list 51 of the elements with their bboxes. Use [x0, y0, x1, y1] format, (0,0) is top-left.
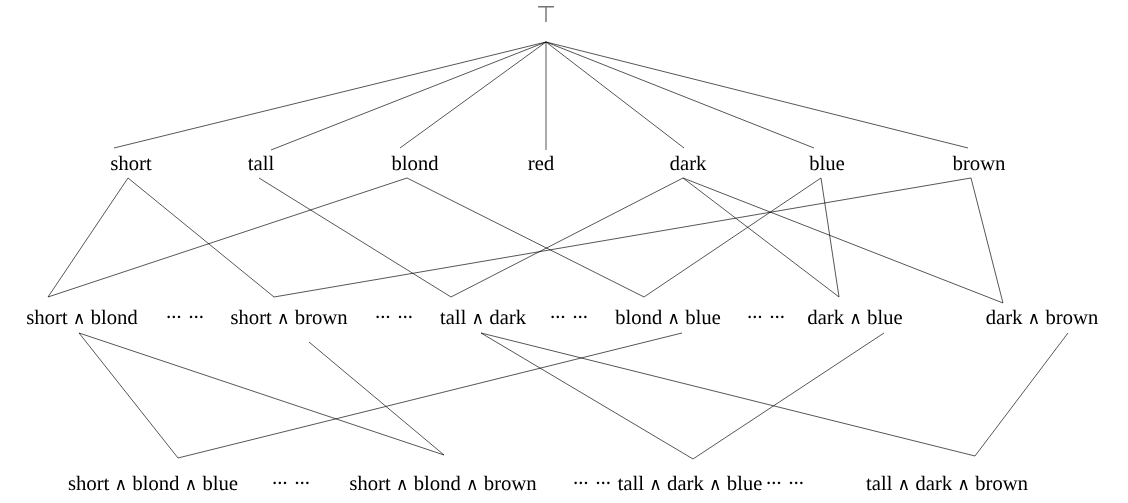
- top-symbol: ⊤: [538, 6, 554, 22]
- lattice-term: short: [111, 155, 152, 171]
- lattice-term: dark ∧ brown: [986, 309, 1098, 325]
- connector-line: [480, 332, 976, 457]
- lattice-term: brown: [952, 155, 1006, 171]
- connector-line: [273, 177, 972, 298]
- lattice-term: tall ∧ dark: [440, 309, 527, 325]
- connector-line: [545, 41, 547, 151]
- connector-line: [47, 177, 129, 298]
- ellipsis-label: ... ...: [574, 481, 610, 485]
- connector-line: [820, 177, 840, 298]
- connector-line: [127, 177, 275, 298]
- ellipsis-label: ... ...: [767, 481, 803, 485]
- connector-line: [545, 41, 685, 149]
- lattice-term: blond ∧ blue: [615, 309, 721, 325]
- lattice-term: tall ∧ dark ∧ blue: [617, 475, 762, 491]
- lattice-term: short ∧ blond ∧ brown: [350, 475, 537, 491]
- lattice-term: blond: [391, 155, 439, 171]
- lattice-term: dark: [670, 155, 707, 171]
- connector-line: [480, 332, 694, 460]
- connector-line: [78, 332, 445, 456]
- connector-line: [308, 341, 445, 456]
- connector-line: [970, 177, 1004, 304]
- connector-line: [406, 177, 645, 298]
- connector-line: [692, 332, 885, 460]
- connector-line: [270, 41, 547, 151]
- ellipsis-label: ... ...: [273, 481, 309, 485]
- lattice-term: red: [528, 155, 554, 171]
- connector-line: [450, 177, 684, 298]
- ellipsis-label: ... ...: [551, 315, 587, 319]
- connector-line: [47, 177, 408, 298]
- ellipsis-label: ... ...: [167, 315, 203, 319]
- connector-line: [177, 332, 683, 459]
- lattice-term: tall: [248, 155, 274, 171]
- connector-line: [78, 332, 179, 459]
- connector-line: [682, 177, 840, 298]
- connector-line: [545, 41, 969, 149]
- lattice-term: short ∧ blond ∧ blue: [68, 475, 238, 491]
- lattice-term: short ∧ brown: [231, 309, 348, 325]
- connector-line: [682, 177, 1004, 304]
- connector-line: [545, 41, 815, 149]
- connector-line: [643, 177, 822, 298]
- ellipsis-label: ... ...: [748, 315, 784, 319]
- connector-line: [974, 332, 1069, 457]
- lattice-term: dark ∧ blue: [808, 309, 902, 325]
- lattice-term: blue: [809, 155, 845, 171]
- lattice-term: tall ∧ dark ∧ brown: [866, 475, 1028, 491]
- connector-line: [258, 177, 452, 298]
- ellipsis-label: ... ...: [376, 315, 412, 319]
- lattice-term: short ∧ blond: [27, 309, 138, 325]
- connector-line: [399, 41, 547, 149]
